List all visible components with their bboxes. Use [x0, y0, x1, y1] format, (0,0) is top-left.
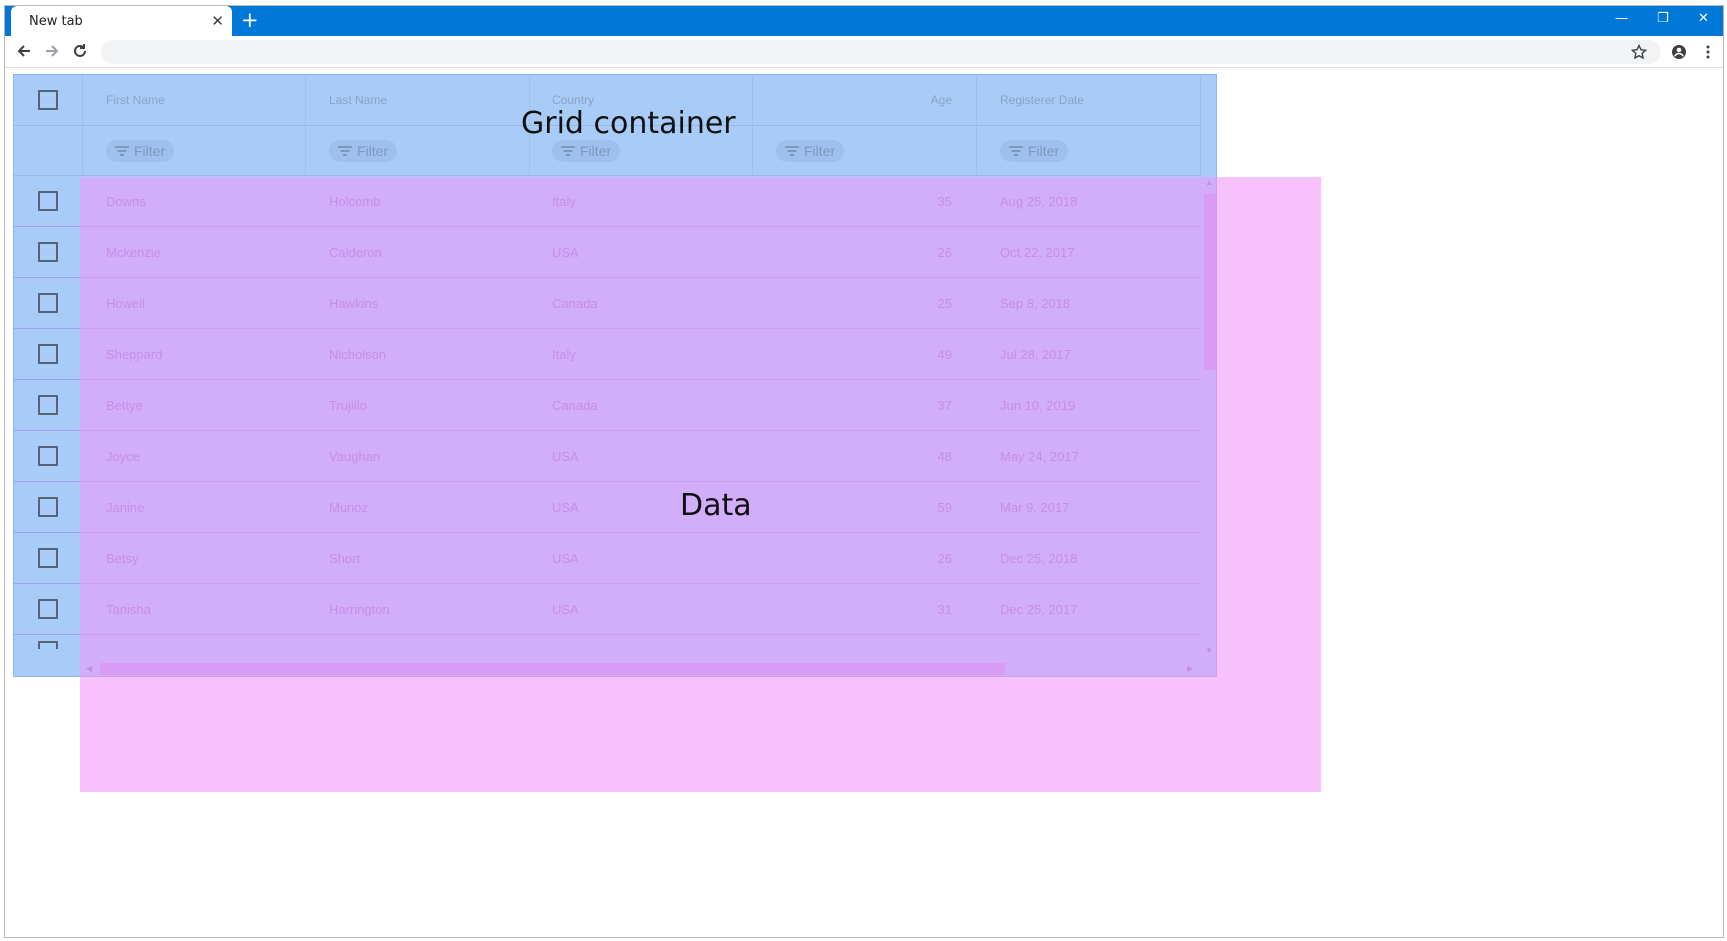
filter-label: Filter [580, 142, 612, 159]
row-select-cell [14, 278, 82, 328]
select-all-checkbox[interactable] [38, 90, 58, 110]
row-select-cell [14, 533, 82, 583]
filter-button-age[interactable]: Filter [776, 139, 845, 162]
forward-arrow-icon[interactable] [41, 40, 63, 62]
minimize-icon[interactable]: — [1615, 11, 1628, 26]
new-tab-plus-icon[interactable]: + [241, 8, 259, 32]
filter-icon [115, 145, 129, 156]
bookmark-star-icon[interactable] [1628, 41, 1650, 63]
filter-icon [561, 145, 575, 156]
row-checkbox[interactable] [38, 293, 58, 313]
filter-icon [785, 145, 799, 156]
filter-cell: Filter [1000, 126, 1069, 175]
reload-icon[interactable] [69, 40, 91, 62]
menu-kebab-icon[interactable] [1697, 41, 1719, 63]
filter-icon [1009, 145, 1023, 156]
filter-label: Filter [134, 142, 166, 159]
filter-icon [338, 145, 352, 156]
column-header-age[interactable]: Age [930, 93, 952, 107]
column-header-row: First Name Last Name Country Age Registe… [14, 75, 1201, 126]
filter-row: Filter Filter Filter [14, 126, 1201, 176]
filter-cell: Filter [329, 126, 398, 175]
filter-cell: Filter [106, 126, 175, 175]
tab-title: New tab [29, 14, 83, 29]
filter-button-country[interactable]: Filter [552, 139, 621, 162]
tab-new-tab[interactable]: New tab ✕ [11, 6, 232, 36]
grid-container-label: Grid container [521, 106, 736, 141]
browser-toolbar [5, 36, 1723, 68]
row-select-cell [14, 482, 82, 532]
filter-label: Filter [357, 142, 389, 159]
row-select-cell [14, 227, 82, 277]
data-region-overlay [80, 177, 1321, 792]
row-select-cell [14, 176, 82, 226]
row-checkbox[interactable] [38, 242, 58, 262]
filter-button-first-name[interactable]: Filter [106, 139, 175, 162]
row-checkbox[interactable] [38, 344, 58, 364]
row-checkbox[interactable] [38, 497, 58, 517]
row-select-cell [14, 431, 82, 481]
restore-icon[interactable]: ❐ [1657, 11, 1669, 26]
row-checkbox[interactable] [38, 395, 58, 415]
data-label: Data [680, 488, 752, 523]
back-arrow-icon[interactable] [13, 40, 35, 62]
account-icon[interactable] [1668, 41, 1690, 63]
filter-button-last-name[interactable]: Filter [329, 139, 398, 162]
row-checkbox[interactable] [38, 548, 58, 568]
filter-cell: Filter [776, 126, 845, 175]
column-header-last-name[interactable]: Last Name [329, 93, 388, 107]
column-header-registered-date[interactable]: Registerer Date [1000, 93, 1085, 107]
title-bar: New tab ✕ + — ❐ ✕ [5, 6, 1723, 36]
row-select-cell [14, 329, 82, 379]
filter-label: Filter [1028, 142, 1060, 159]
row-select-cell [14, 380, 82, 430]
column-header-first-name[interactable]: First Name [106, 93, 165, 107]
row-checkbox[interactable] [38, 446, 58, 466]
filter-label: Filter [804, 142, 836, 159]
tab-close-icon[interactable]: ✕ [211, 12, 224, 30]
select-all-cell [14, 75, 82, 125]
filter-cell: Filter [552, 126, 621, 175]
table-row-partial[interactable] [14, 635, 1201, 649]
close-window-icon[interactable]: ✕ [1698, 11, 1709, 26]
row-select-cell [14, 584, 82, 634]
column-header-country[interactable]: Country [552, 93, 595, 107]
browser-window: New tab ✕ + — ❐ ✕ [4, 5, 1724, 938]
address-bar[interactable] [101, 40, 1661, 64]
row-checkbox[interactable] [38, 599, 58, 619]
filter-button-registered-date[interactable]: Filter [1000, 139, 1069, 162]
row-checkbox[interactable] [38, 191, 58, 211]
row-checkbox[interactable] [38, 641, 58, 649]
